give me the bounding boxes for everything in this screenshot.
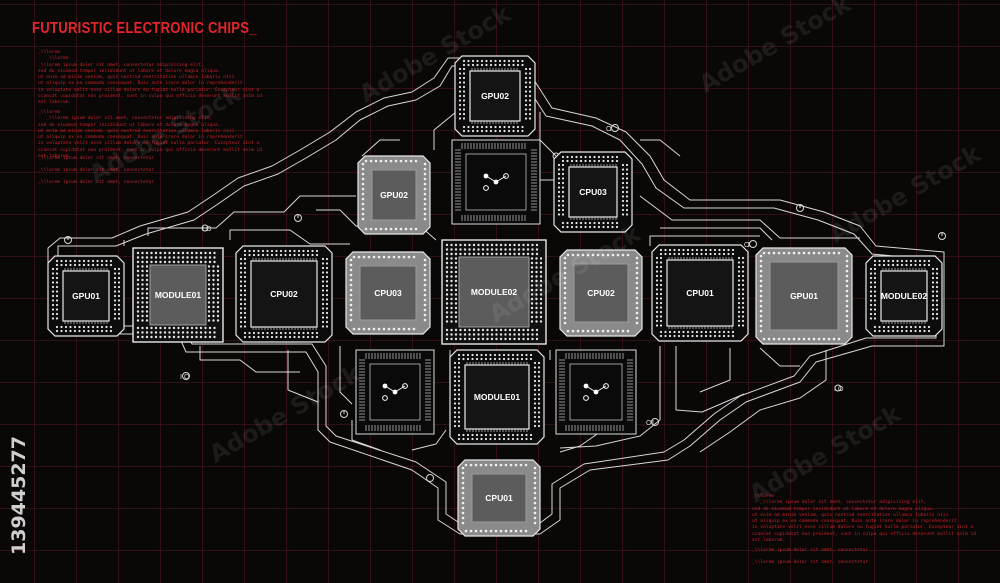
chip-cpu02-left: CPU02 bbox=[235, 245, 333, 343]
svg-text:O: O bbox=[744, 242, 750, 249]
red-text-line-3: _\\lorem ipsum dolor sit amet, consectet… bbox=[38, 180, 155, 185]
chip-cpu01-right-label: CPU01 bbox=[686, 288, 714, 298]
chip-module02-center: MODULE02 bbox=[441, 239, 547, 345]
svg-text:O: O bbox=[184, 374, 190, 381]
chip-module01-bottom-label: MODULE01 bbox=[474, 392, 521, 402]
svg-text:I: I bbox=[748, 242, 750, 249]
chip-module01-left-label: MODULE01 bbox=[155, 290, 202, 300]
svg-text:I: I bbox=[652, 420, 654, 427]
red-text-block-2: _\\lorem _\\lorem ipsum dolor sit amet, … bbox=[38, 110, 263, 160]
chip-cpu01-right: CPU01 bbox=[651, 244, 749, 342]
chip-module02-right-label: MODULE02 bbox=[881, 291, 928, 301]
svg-text:O: O bbox=[206, 226, 212, 233]
chip-gpu02-left-label: GPU02 bbox=[380, 190, 408, 200]
chip-module02-right: MODULE02 bbox=[865, 255, 943, 337]
chip-gpu01-left: GPU01 bbox=[47, 255, 125, 337]
chip-cpu02-left-label: CPU02 bbox=[270, 289, 298, 299]
chip-cpu03-top: CPU03 bbox=[553, 151, 633, 233]
red-text-block-1: _\\lorem _\\lorem _\\lorem ipsum dolor s… bbox=[38, 50, 263, 106]
chip-cpu03-top-label: CPU03 bbox=[579, 187, 607, 197]
red-text-line-right-1: _\\lorem ipsum dolor sit amet, consectet… bbox=[752, 548, 869, 553]
chip-cpu03-mid-label: CPU03 bbox=[374, 288, 402, 298]
chip-gpu01-right-label: GPU01 bbox=[790, 291, 818, 301]
stock-id: 139445277 bbox=[8, 436, 30, 555]
chip-cpu01-bottom: CPU01 bbox=[457, 459, 541, 537]
socket-bottom-right bbox=[555, 349, 637, 435]
socket-top-center bbox=[451, 139, 541, 225]
chip-gpu02-top-label: GPU02 bbox=[481, 91, 509, 101]
svg-text:I: I bbox=[180, 374, 182, 381]
svg-text:O: O bbox=[606, 126, 612, 133]
svg-text:O: O bbox=[838, 386, 844, 393]
chip-gpu01-left-label: GPU01 bbox=[72, 291, 100, 301]
chip-module01-bottom: MODULE01 bbox=[449, 349, 545, 445]
chip-gpu02-left: GPU02 bbox=[357, 155, 431, 235]
svg-text:O: O bbox=[646, 420, 652, 427]
chip-cpu02-right: CPU02 bbox=[559, 249, 643, 337]
socket-bottom-left bbox=[355, 349, 435, 435]
chip-gpu01-right: GPU01 bbox=[755, 247, 853, 345]
chip-cpu03-mid: CPU03 bbox=[345, 251, 431, 335]
chip-module01-left: MODULE01 bbox=[132, 247, 224, 343]
chip-gpu02-top: GPU02 bbox=[454, 55, 536, 137]
page-title: FUTURISTIC ELECTRONIC CHIPS_ bbox=[32, 20, 257, 37]
red-text-line-2: _\\lorem ipsum dolor sit amet, consectet… bbox=[38, 168, 155, 173]
svg-text:I: I bbox=[834, 386, 836, 393]
chip-module02-center-label: MODULE02 bbox=[471, 287, 518, 297]
red-text-block-right: _\\lorem _\\lorem ipsum dolor sit amet, … bbox=[752, 494, 977, 544]
chip-cpu01-bottom-label: CPU01 bbox=[485, 493, 513, 503]
chip-cpu02-right-label: CPU02 bbox=[587, 288, 615, 298]
red-text-line-right-2: _\\lorem ipsum dolor sit amet, consectet… bbox=[752, 560, 869, 565]
red-text-line-1: _\\lorem ipsum dolor sit amet, consectet… bbox=[38, 156, 155, 161]
svg-text:I: I bbox=[610, 127, 612, 133]
svg-text:I: I bbox=[202, 226, 204, 233]
